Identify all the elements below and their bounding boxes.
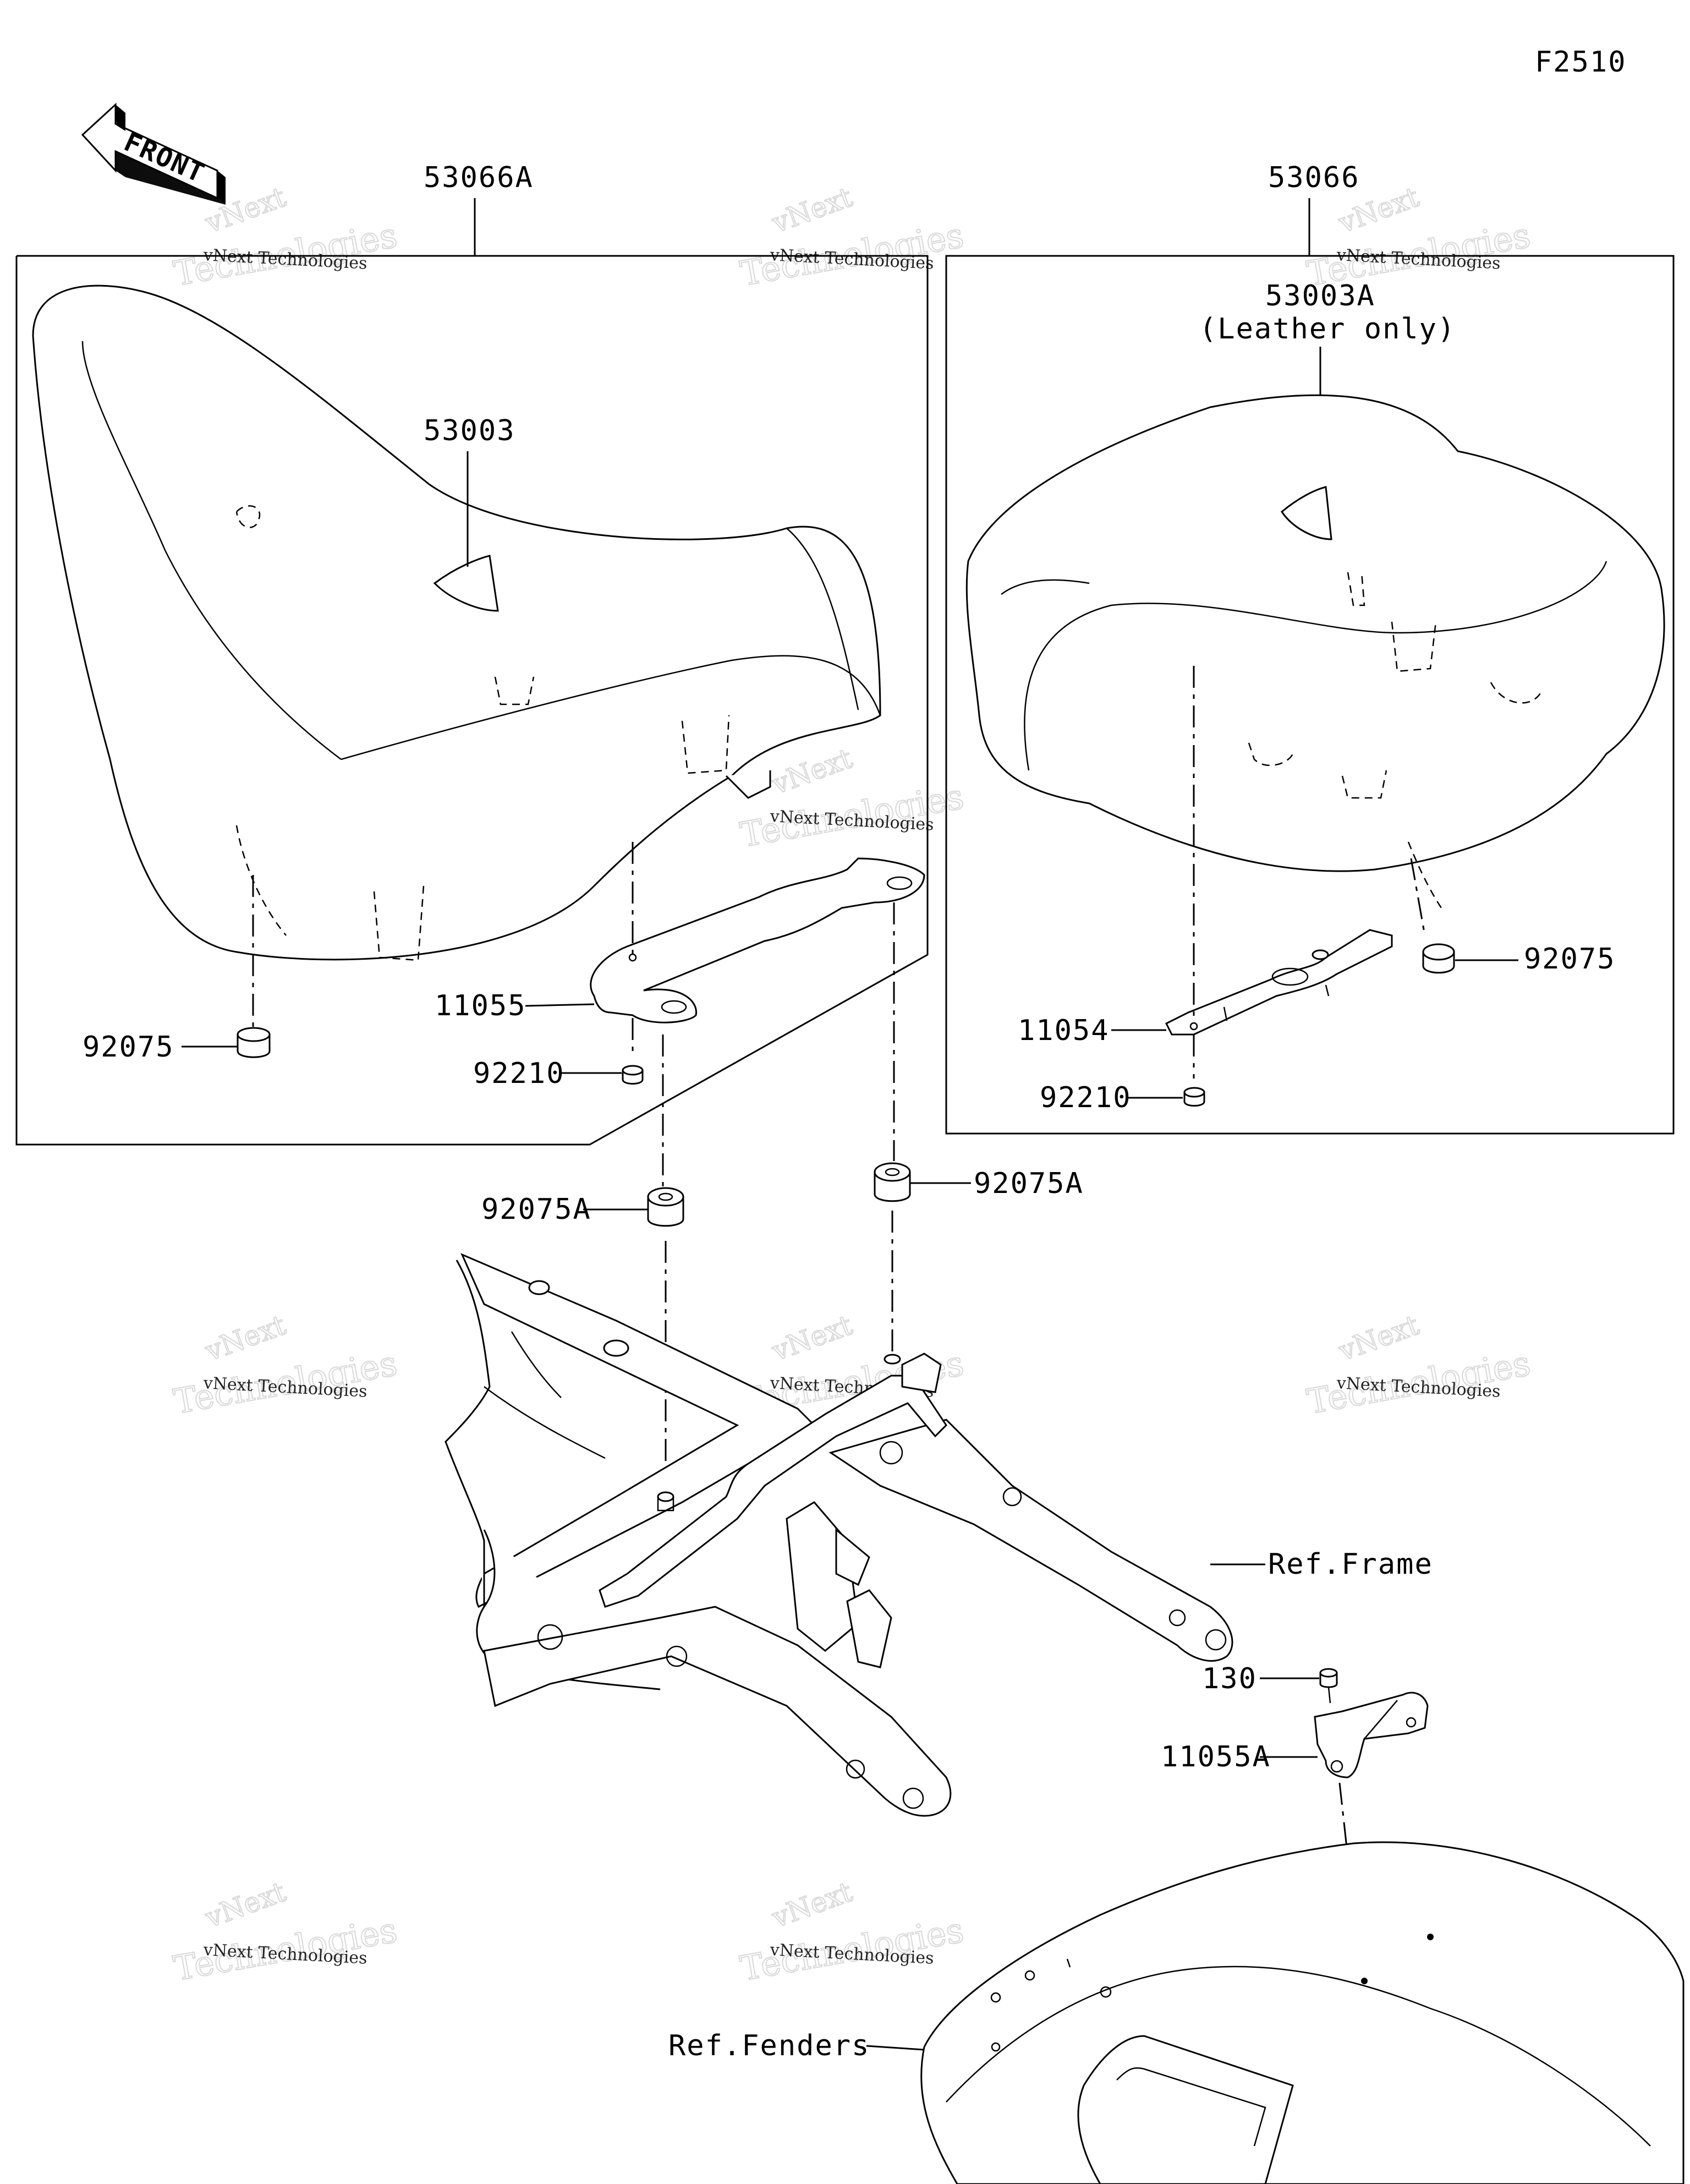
watermark: Technologies vNext vNext Technologies	[737, 1875, 967, 1989]
bracket-11055	[590, 857, 925, 1023]
svg-text:vNext: vNext	[201, 1309, 290, 1367]
front-seat-frame-box	[15, 255, 929, 1146]
rear-seat	[965, 394, 1665, 908]
label-92075-rear: 92075	[1524, 943, 1616, 976]
label-92210-front: 92210	[473, 1057, 565, 1090]
svg-text:vNext: vNext	[767, 1309, 857, 1367]
damper-92075-rear	[1422, 943, 1455, 974]
watermark: Technologies vNext vNext Technologies	[737, 742, 967, 856]
watermark: Technologies vNext vNext Technologies	[1303, 1309, 1534, 1422]
ref-fenders-label: Ref.Fenders	[668, 2029, 870, 2062]
front-seat	[32, 284, 881, 961]
svg-text:vNext: vNext	[201, 1876, 290, 1934]
label-53003: 53003	[424, 414, 515, 447]
label-130: 130	[1202, 1662, 1257, 1695]
diagram-id: F2510	[1535, 46, 1627, 79]
axis-rear-3	[1410, 858, 1426, 936]
label-53066A: 53066A	[424, 161, 534, 194]
svg-text:vNext: vNext	[1334, 1309, 1423, 1367]
bolt-130	[1319, 1668, 1338, 1704]
label-53003A: 53003A	[1265, 280, 1375, 313]
label-11054: 11054	[1018, 1014, 1110, 1047]
label-92210-rear: 92210	[1040, 1081, 1132, 1114]
damper-92075A-right	[874, 1162, 911, 1202]
leader-11055	[525, 1003, 595, 1007]
rear-seat-frame-box	[945, 255, 1675, 1135]
label-92075A-left: 92075A	[481, 1193, 591, 1226]
svg-text:vNext: vNext	[201, 181, 290, 239]
leader-ref-fenders	[866, 2045, 925, 2051]
damper-92075A-left	[647, 1187, 684, 1227]
bracket-11054	[1165, 929, 1393, 1036]
watermark: Technologies vNext vNext Technologies	[170, 1309, 400, 1422]
label-11055: 11055	[435, 989, 526, 1022]
label-11055A: 11055A	[1161, 1740, 1271, 1774]
label-53066: 53066	[1268, 161, 1360, 194]
svg-text:vNext: vNext	[767, 1876, 857, 1934]
nut-92210-front	[622, 1065, 644, 1085]
damper-92075-front	[237, 1027, 271, 1058]
watermark: Technologies vNext vNext Technologies	[737, 180, 967, 294]
label-53003A-note: (Leather only)	[1199, 313, 1456, 346]
label-92075A-right: 92075A	[974, 1167, 1084, 1200]
svg-text:vNext: vNext	[767, 181, 857, 239]
front-arrow-icon: FRONT	[81, 102, 226, 205]
watermark: Technologies vNext vNext Technologies	[170, 1875, 400, 1989]
svg-text:vNext: vNext	[767, 742, 857, 801]
ref-frame-label: Ref.Frame	[1268, 1548, 1433, 1581]
frame	[445, 1253, 1233, 1817]
bracket-11055A	[1314, 1692, 1429, 1778]
rear-fender	[920, 1841, 1684, 2184]
watermark: Technologies vNext vNext Technologies	[1303, 180, 1534, 294]
nut-92210-rear	[1183, 1087, 1205, 1107]
label-92075-front: 92075	[83, 1031, 174, 1064]
